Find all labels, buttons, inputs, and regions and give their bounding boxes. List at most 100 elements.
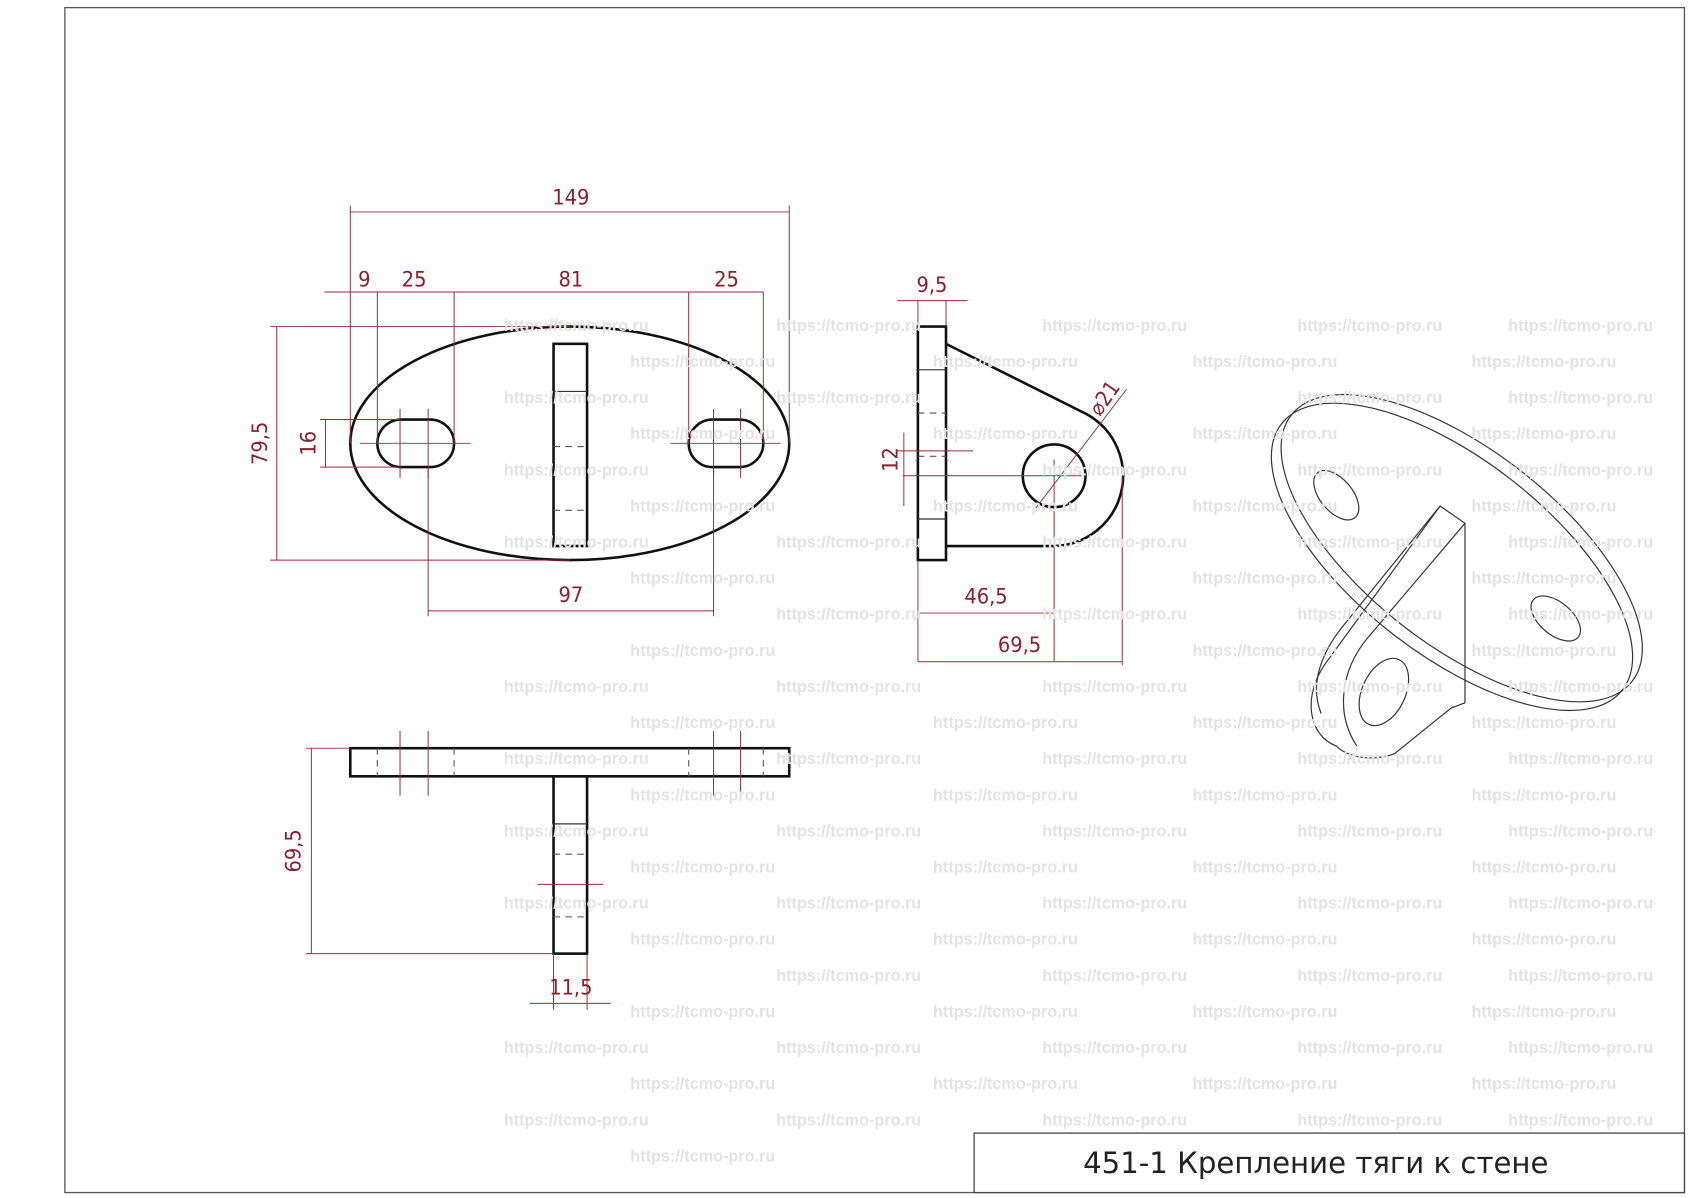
watermark-text: https://tcmo-pro.ru [630, 497, 775, 515]
watermark-text: https://tcmo-pro.ru [1297, 1039, 1442, 1057]
watermark-text: https://tcmo-pro.ru [933, 1075, 1078, 1093]
dim-bottom-height: 69,5 [282, 829, 307, 872]
isometric-view [1270, 393, 1643, 759]
drawing-title: 451-1 Крепление тяги к стене [1083, 1146, 1548, 1180]
watermark-text: https://tcmo-pro.ru [1297, 895, 1442, 913]
watermark-text: https://tcmo-pro.ru [776, 895, 921, 913]
watermark-text: https://tcmo-pro.ru [1193, 570, 1338, 588]
watermark-text: https://tcmo-pro.ru [1042, 895, 1187, 913]
watermark-text: https://tcmo-pro.ru [1193, 1075, 1338, 1093]
watermark-text: https://tcmo-pro.ru [1297, 822, 1442, 840]
dim-slot-centers: 97 [558, 583, 583, 608]
watermark-text: https://tcmo-pro.ru [1193, 931, 1338, 949]
watermark-text: https://tcmo-pro.ru [630, 642, 775, 660]
watermark-text: https://tcmo-pro.ru [776, 534, 921, 552]
dim-hole-center: 46,5 [964, 584, 1007, 609]
watermark-text: https://tcmo-pro.ru [1042, 317, 1187, 335]
watermark-text: https://tcmo-pro.ru [1042, 1039, 1187, 1057]
watermark-text: https://tcmo-pro.ru [630, 1003, 775, 1021]
watermark-text: https://tcmo-pro.ru [1508, 678, 1653, 696]
watermark-text: https://tcmo-pro.ru [1193, 1003, 1338, 1021]
watermark-text: https://tcmo-pro.ru [1193, 353, 1338, 371]
watermark-text: https://tcmo-pro.ru [1471, 786, 1616, 804]
watermark-text: https://tcmo-pro.ru [630, 786, 775, 804]
watermark-text: https://tcmo-pro.ru [1193, 859, 1338, 877]
watermark-text: https://tcmo-pro.ru [776, 389, 921, 407]
watermark-text: https://tcmo-pro.ru [1042, 822, 1187, 840]
watermark-text: https://tcmo-pro.ru [776, 606, 921, 624]
watermark-text: https://tcmo-pro.ru [933, 786, 1078, 804]
dim-offset: 12 [878, 447, 903, 472]
watermark-text: https://tcmo-pro.ru [933, 497, 1078, 515]
watermark-text: https://tcmo-pro.ru [504, 389, 649, 407]
watermark-text: https://tcmo-pro.ru [933, 1003, 1078, 1021]
watermark-text: https://tcmo-pro.ru [1508, 750, 1653, 768]
watermark-text: https://tcmo-pro.ru [1193, 786, 1338, 804]
watermark-text: https://tcmo-pro.ru [933, 931, 1078, 949]
watermark-text: https://tcmo-pro.ru [1042, 461, 1187, 479]
watermark-text: https://tcmo-pro.ru [933, 714, 1078, 732]
watermark-text: https://tcmo-pro.ru [504, 461, 649, 479]
watermark-text: https://tcmo-pro.ru [1508, 895, 1653, 913]
watermark-text: https://tcmo-pro.ru [1471, 714, 1616, 732]
watermark-text: https://tcmo-pro.ru [630, 931, 775, 949]
watermark-text: https://tcmo-pro.ru [933, 859, 1078, 877]
watermark-text: https://tcmo-pro.ru [1297, 678, 1442, 696]
watermark-text: https://tcmo-pro.ru [933, 353, 1078, 371]
watermark-text: https://tcmo-pro.ru [1297, 750, 1442, 768]
watermark-text: https://tcmo-pro.ru [1193, 714, 1338, 732]
watermark-text: https://tcmo-pro.ru [776, 1111, 921, 1129]
watermark-text: https://tcmo-pro.ru [1297, 317, 1442, 335]
watermark-text: https://tcmo-pro.ru [1193, 425, 1338, 443]
watermark-text: https://tcmo-pro.ru [1042, 606, 1187, 624]
watermark-text: https://tcmo-pro.ru [1471, 570, 1616, 588]
watermark-text: https://tcmo-pro.ru [776, 317, 921, 335]
dim-plate-thickness: 9,5 [916, 273, 947, 298]
watermark-text: https://tcmo-pro.ru [504, 822, 649, 840]
watermark-text: https://tcmo-pro.ru [1508, 534, 1653, 552]
watermark-text: https://tcmo-pro.ru [776, 750, 921, 768]
watermark-text: https://tcmo-pro.ru [1042, 750, 1187, 768]
watermark-text: https://tcmo-pro.ru [1471, 353, 1616, 371]
watermark-text: https://tcmo-pro.ru [504, 317, 649, 335]
watermark-text: https://tcmo-pro.ru [630, 1147, 775, 1165]
watermark-text: https://tcmo-pro.ru [1297, 389, 1442, 407]
dim-height: 79,5 [248, 422, 273, 465]
watermark-text: https://tcmo-pro.ru [630, 425, 775, 443]
watermark-text: https://tcmo-pro.ru [1042, 1111, 1187, 1129]
dim-slot-left: 25 [402, 268, 427, 293]
watermark-text: https://tcmo-pro.ru [1042, 534, 1187, 552]
watermark-text: https://tcmo-pro.ru [1297, 461, 1442, 479]
watermark-text: https://tcmo-pro.ru [630, 714, 775, 732]
watermark-text: https://tcmo-pro.ru [776, 822, 921, 840]
watermark-text: https://tcmo-pro.ru [630, 570, 775, 588]
watermark-text: https://tcmo-pro.ru [1508, 1039, 1653, 1057]
dim-depth: 69,5 [998, 633, 1041, 658]
watermark-text: https://tcmo-pro.ru [504, 750, 649, 768]
watermark-text: https://tcmo-pro.ru [1471, 859, 1616, 877]
watermark-text: https://tcmo-pro.ru [1193, 497, 1338, 515]
watermark-text: https://tcmo-pro.ru [1508, 606, 1653, 624]
watermark-text: https://tcmo-pro.ru [630, 1075, 775, 1093]
watermark-text: https://tcmo-pro.ru [776, 1039, 921, 1057]
watermark-text: https://tcmo-pro.ru [1042, 678, 1187, 696]
watermark-text: https://tcmo-pro.ru [1193, 642, 1338, 660]
top-view: 149 9 25 81 25 79,5 16 97 [248, 185, 791, 617]
watermark-text: https://tcmo-pro.ru [630, 859, 775, 877]
watermark-text: https://tcmo-pro.ru [504, 678, 649, 696]
watermark-text: https://tcmo-pro.ru [1508, 461, 1653, 479]
watermark-text: https://tcmo-pro.ru [1508, 1111, 1653, 1129]
watermark-text: https://tcmo-pro.ru [776, 967, 921, 985]
watermark-text: https://tcmo-pro.ru [1042, 967, 1187, 985]
watermark-text: https://tcmo-pro.ru [1297, 606, 1442, 624]
watermark-text: https://tcmo-pro.ru [776, 678, 921, 696]
watermark-text: https://tcmo-pro.ru [1508, 967, 1653, 985]
watermark-text: https://tcmo-pro.ru [1297, 1111, 1442, 1129]
dim-hole-diameter: ⌀21 [1084, 376, 1125, 420]
dim-edge-to-slot: 9 [358, 268, 370, 293]
watermark-text: https://tcmo-pro.ru [1297, 534, 1442, 552]
watermark-text: https://tcmo-pro.ru [1297, 967, 1442, 985]
watermark-text: https://tcmo-pro.ru [504, 895, 649, 913]
watermark-layer: https://tcmo-pro.ru https://tcmo-pro.ru ht… [504, 317, 1653, 1166]
